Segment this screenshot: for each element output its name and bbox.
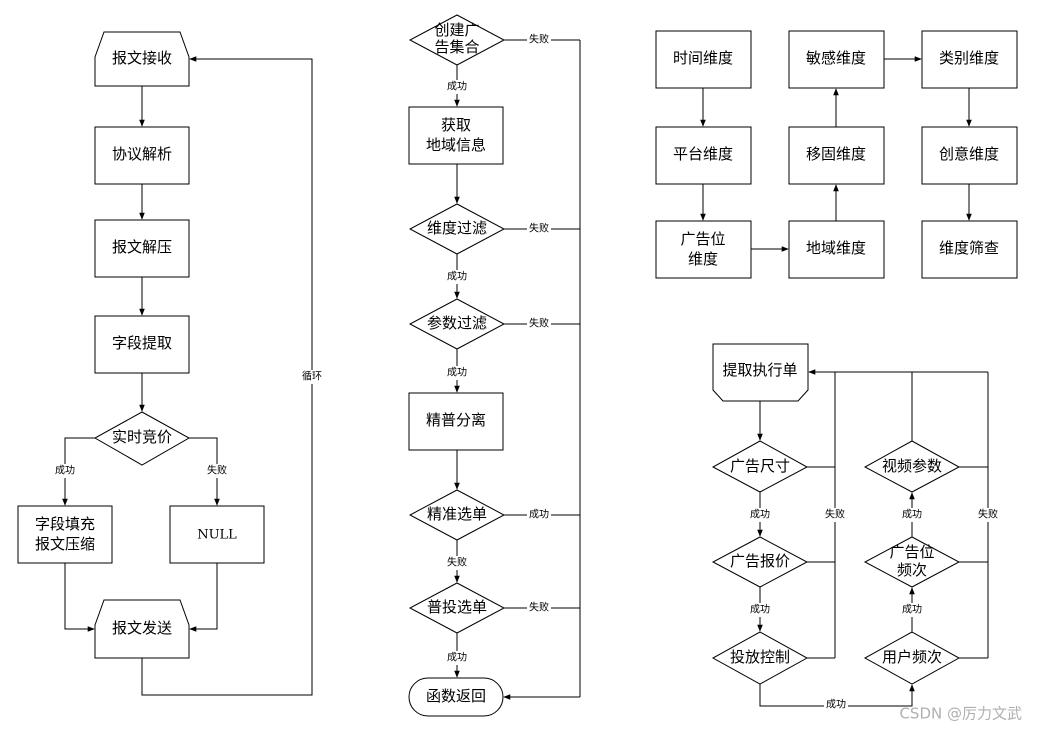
label-rtb-success: 成功 [55, 465, 75, 477]
node-platform-dim-label: 平台维度 [673, 145, 733, 163]
label-param-fail: 失败 [529, 317, 549, 330]
node-adpos-dim-label-2: 维度 [688, 250, 718, 268]
node-null-label: NULL [197, 528, 237, 543]
label-right-fail: 失败 [978, 508, 998, 521]
node-fetch-order-label: 提取执行单 [722, 361, 797, 379]
terminal-return-label: 函数返回 [426, 687, 486, 705]
label-dim-fail: 失败 [529, 222, 549, 235]
edge-rtb-fail [189, 437, 220, 506]
node-parse [94, 126, 190, 185]
decision-rtb-label: 实时竞价 [112, 428, 172, 446]
node-time-dim [655, 30, 752, 89]
decision-adpos-freq-label-1: 广告位 [889, 543, 934, 561]
node-creative-dim [921, 126, 1018, 185]
label-price-success: 成功 [750, 604, 770, 616]
node-get-region-label-1: 获取 [441, 116, 471, 134]
node-category-dim-label: 类别维度 [939, 49, 999, 67]
node-send [94, 599, 190, 659]
label-size-success: 成功 [750, 509, 770, 521]
decision-ad-size-label: 广告尺寸 [730, 457, 790, 475]
label-precise-success: 成功 [529, 509, 549, 521]
node-screen-dim [921, 220, 1018, 279]
label-control-success: 成功 [826, 699, 846, 711]
node-split-label: 精普分离 [426, 411, 486, 429]
node-get-region-label-2: 地域信息 [426, 136, 486, 154]
decision-user-freq [863, 631, 961, 685]
node-receive [94, 31, 190, 87]
decision-rtb [93, 411, 191, 466]
decision-user-freq-label: 用户频次 [882, 648, 942, 666]
label-general-success: 成功 [447, 652, 467, 664]
edge-null-send [189, 563, 218, 632]
node-receive-label: 报文接收 [112, 49, 172, 67]
node-send-label: 报文发送 [112, 619, 172, 637]
node-sensitive-dim [788, 30, 885, 89]
node-mobile-dim [788, 126, 885, 185]
terminal-return [408, 677, 504, 717]
label-adpos-success: 成功 [902, 509, 922, 521]
decision-create-label-2: 告集合 [434, 38, 479, 56]
node-fetch-order [712, 343, 809, 402]
edge-fill-send [64, 563, 95, 632]
flow2-ad-selection: 创建广 告集合 获取 地域信息 维度过滤 参数过滤 精普分离 精准选单 普投选单… [408, 14, 581, 717]
decision-param-filter-label: 参数过滤 [427, 314, 487, 332]
node-region-dim-label: 地域维度 [806, 239, 866, 257]
node-parse-label: 协议解析 [112, 145, 172, 163]
decision-video-params [863, 440, 961, 493]
label-dim-success: 成功 [447, 271, 467, 283]
node-platform-dim [655, 126, 752, 185]
label-precise-fail: 失败 [447, 556, 467, 569]
label-create-fail: 失败 [529, 33, 549, 46]
edge-rtb-success [62, 437, 95, 506]
decision-video-label: 视频参数 [882, 457, 942, 475]
node-mobile-dim-label: 移固维度 [806, 145, 866, 163]
decision-adpos-freq-label-2: 频次 [897, 561, 927, 579]
node-time-dim-label: 时间维度 [673, 49, 733, 67]
node-creative-dim-label: 创意维度 [939, 145, 999, 163]
decision-dim-filter-label: 维度过滤 [427, 219, 487, 237]
node-category-dim [921, 30, 1018, 89]
label-param-success: 成功 [447, 367, 467, 379]
node-get-region [408, 106, 504, 165]
node-adpos-dim [655, 220, 752, 279]
node-extract-label: 字段提取 [112, 334, 172, 352]
node-sensitive-dim-label: 敏感维度 [806, 49, 866, 67]
decision-adpos-freq [863, 536, 961, 588]
watermark: CSDN @厉力文武 [899, 705, 1022, 723]
node-extract [94, 315, 190, 374]
decision-precise-label: 精准选单 [427, 505, 487, 523]
node-adpos-dim-label-1: 广告位 [680, 230, 725, 248]
decision-delivery-label: 投放控制 [730, 648, 790, 666]
label-rtb-fail: 失败 [207, 464, 227, 477]
node-screen-dim-label: 维度筛查 [939, 239, 999, 257]
label-user-success: 成功 [902, 604, 922, 616]
flow3-dimensions: 时间维度 平台维度 广告位 维度 地域维度 移固维度 敏感维度 类别维度 创意维… [655, 30, 1018, 279]
edge-loop [141, 56, 313, 696]
node-split [408, 392, 504, 451]
decision-general-label: 普投选单 [427, 598, 487, 616]
label-loop: 循环 [302, 370, 322, 383]
node-fill-label-1: 字段填充 [35, 515, 95, 533]
decision-create-label-1: 创建广 [434, 21, 479, 39]
label-left-fail: 失败 [825, 508, 845, 521]
node-fill-label-2: 报文压缩 [35, 535, 95, 553]
flow4-order-check: 提取执行单 广告尺寸 广告报价 投放控制 用户频次 广告位 频次 视频参数 [711, 343, 1000, 712]
label-create-success: 成功 [447, 81, 467, 93]
flow1-message-pipeline: 报文接收 协议解析 报文解压 字段提取 实时竞价 字段填充 报文压缩 NULL … [17, 31, 323, 696]
node-decompress-label: 报文解压 [112, 238, 172, 256]
decision-ad-price-label: 广告报价 [730, 552, 790, 570]
label-general-fail: 失败 [529, 601, 549, 614]
